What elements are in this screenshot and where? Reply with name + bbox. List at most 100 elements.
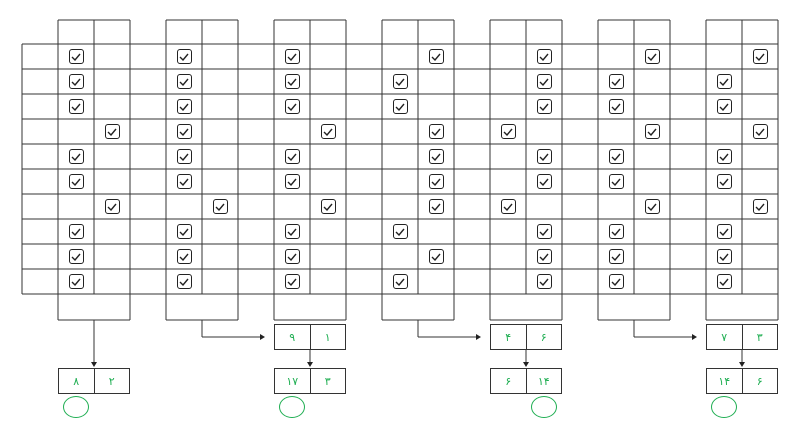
checkbox-checked-icon[interactable] [428,49,444,64]
checkbox-checked-icon[interactable] [608,224,624,239]
checkbox-checked-icon[interactable] [176,249,192,264]
answer-be-cell[interactable] [526,94,562,119]
answer-be-cell[interactable] [526,69,562,94]
answer-alef-cell[interactable] [166,269,202,294]
checkbox-checked-icon[interactable] [176,74,192,89]
answer-alef-cell[interactable] [598,244,634,269]
checkbox-checked-icon[interactable] [392,224,408,239]
answer-alef-cell[interactable] [706,219,742,244]
answer-alef-cell[interactable] [598,94,634,119]
checkbox-checked-icon[interactable] [716,99,732,114]
checkbox-checked-icon[interactable] [176,224,192,239]
answer-alef-cell[interactable] [166,119,202,144]
answer-alef-cell[interactable] [598,69,634,94]
answer-be-cell[interactable] [310,119,346,144]
answer-alef-cell[interactable] [58,169,94,194]
answer-alef-cell[interactable] [706,144,742,169]
answer-be-cell[interactable] [526,269,562,294]
answer-be-cell[interactable] [94,119,130,144]
answer-be-cell[interactable] [634,44,670,69]
checkbox-checked-icon[interactable] [320,124,336,139]
answer-alef-cell[interactable] [166,94,202,119]
answer-alef-cell[interactable] [598,219,634,244]
checkbox-checked-icon[interactable] [716,174,732,189]
checkbox-checked-icon[interactable] [536,49,552,64]
checkbox-checked-icon[interactable] [536,274,552,289]
answer-be-cell[interactable] [742,44,778,69]
checkbox-checked-icon[interactable] [176,124,192,139]
answer-alef-cell[interactable] [706,269,742,294]
checkbox-checked-icon[interactable] [608,149,624,164]
checkbox-checked-icon[interactable] [500,199,516,214]
checkbox-checked-icon[interactable] [176,49,192,64]
answer-alef-cell[interactable] [382,269,418,294]
answer-be-cell[interactable] [526,144,562,169]
answer-alef-cell[interactable] [274,44,310,69]
answer-alef-cell[interactable] [58,44,94,69]
answer-alef-cell[interactable] [58,94,94,119]
answer-alef-cell[interactable] [598,144,634,169]
answer-alef-cell[interactable] [382,94,418,119]
answer-be-cell[interactable] [526,169,562,194]
checkbox-checked-icon[interactable] [176,149,192,164]
answer-be-cell[interactable] [634,194,670,219]
answer-be-cell[interactable] [526,244,562,269]
answer-alef-cell[interactable] [598,269,634,294]
checkbox-checked-icon[interactable] [536,224,552,239]
answer-alef-cell[interactable] [166,44,202,69]
checkbox-checked-icon[interactable] [716,149,732,164]
checkbox-checked-icon[interactable] [716,224,732,239]
answer-alef-cell[interactable] [490,194,526,219]
checkbox-checked-icon[interactable] [68,224,84,239]
answer-be-cell[interactable] [94,194,130,219]
checkbox-checked-icon[interactable] [428,124,444,139]
answer-be-cell[interactable] [418,244,454,269]
answer-alef-cell[interactable] [166,169,202,194]
answer-alef-cell[interactable] [706,169,742,194]
checkbox-checked-icon[interactable] [716,274,732,289]
checkbox-checked-icon[interactable] [284,224,300,239]
checkbox-checked-icon[interactable] [716,249,732,264]
answer-alef-cell[interactable] [490,119,526,144]
checkbox-checked-icon[interactable] [68,74,84,89]
checkbox-checked-icon[interactable] [536,149,552,164]
answer-alef-cell[interactable] [166,219,202,244]
checkbox-checked-icon[interactable] [284,49,300,64]
checkbox-checked-icon[interactable] [320,199,336,214]
checkbox-checked-icon[interactable] [644,199,660,214]
answer-alef-cell[interactable] [58,144,94,169]
checkbox-checked-icon[interactable] [644,124,660,139]
answer-alef-cell[interactable] [274,144,310,169]
checkbox-checked-icon[interactable] [68,49,84,64]
answer-alef-cell[interactable] [58,269,94,294]
checkbox-checked-icon[interactable] [428,199,444,214]
answer-alef-cell[interactable] [166,69,202,94]
checkbox-checked-icon[interactable] [392,74,408,89]
checkbox-checked-icon[interactable] [536,99,552,114]
answer-alef-cell[interactable] [382,219,418,244]
checkbox-checked-icon[interactable] [176,274,192,289]
checkbox-checked-icon[interactable] [608,174,624,189]
checkbox-checked-icon[interactable] [284,274,300,289]
checkbox-checked-icon[interactable] [392,99,408,114]
checkbox-checked-icon[interactable] [284,174,300,189]
checkbox-checked-icon[interactable] [428,149,444,164]
answer-alef-cell[interactable] [166,244,202,269]
checkbox-checked-icon[interactable] [536,174,552,189]
answer-alef-cell[interactable] [706,94,742,119]
checkbox-checked-icon[interactable] [500,124,516,139]
answer-alef-cell[interactable] [274,94,310,119]
checkbox-checked-icon[interactable] [104,199,120,214]
checkbox-checked-icon[interactable] [608,74,624,89]
checkbox-checked-icon[interactable] [644,49,660,64]
checkbox-checked-icon[interactable] [608,249,624,264]
checkbox-checked-icon[interactable] [284,249,300,264]
answer-be-cell[interactable] [418,169,454,194]
answer-be-cell[interactable] [526,219,562,244]
checkbox-checked-icon[interactable] [608,99,624,114]
answer-be-cell[interactable] [418,194,454,219]
checkbox-checked-icon[interactable] [716,74,732,89]
checkbox-checked-icon[interactable] [68,274,84,289]
checkbox-checked-icon[interactable] [752,124,768,139]
answer-be-cell[interactable] [742,194,778,219]
